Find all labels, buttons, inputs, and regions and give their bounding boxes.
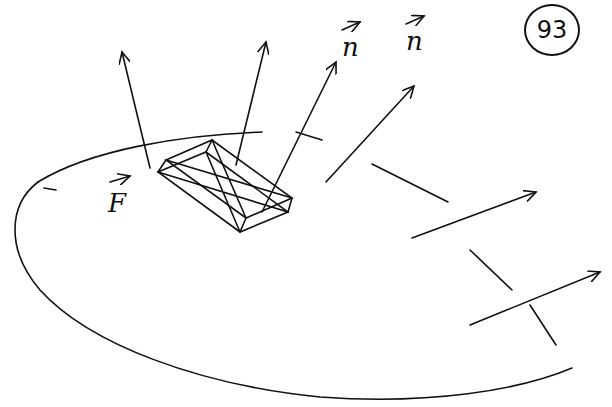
- normal-arrow: [262, 62, 336, 212]
- surface-grid-line: [372, 164, 448, 202]
- vector-label: n: [342, 34, 359, 60]
- vector-mark: [110, 176, 130, 182]
- page-number: 93: [537, 18, 568, 42]
- normal-arrow: [236, 42, 266, 165]
- normal-arrow: [470, 272, 600, 325]
- circled-number: 93: [524, 4, 580, 56]
- surface-edge: [38, 132, 262, 182]
- surface-grid-line: [44, 188, 56, 190]
- normal-arrow: [412, 192, 536, 238]
- surface-grid-line: [470, 250, 512, 290]
- surface-grid-line: [530, 305, 556, 345]
- normal-arrow: [122, 52, 150, 168]
- vector-mark: [342, 22, 360, 30]
- vector-label: F: [108, 190, 126, 216]
- parallelepiped: [158, 140, 292, 232]
- normal-arrow: [326, 86, 414, 182]
- surface-edge: [15, 182, 572, 399]
- vector-mark: [406, 16, 424, 24]
- vector-label: n: [406, 28, 423, 54]
